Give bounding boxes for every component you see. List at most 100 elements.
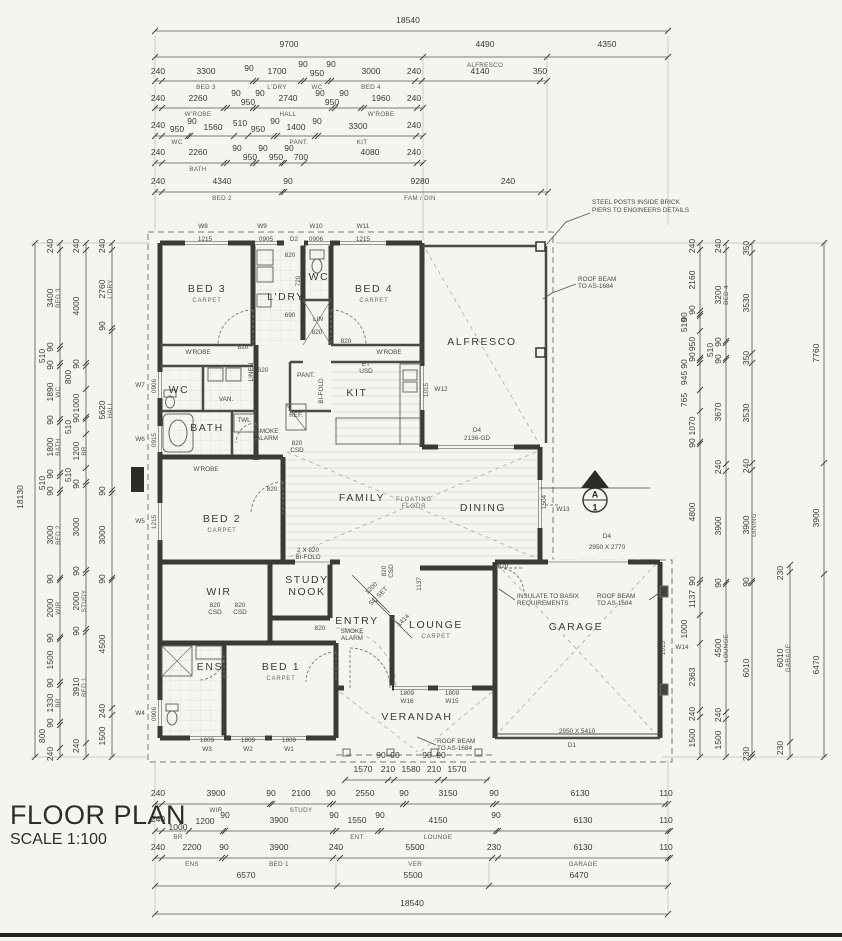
dim-section-label: BATH bbox=[54, 438, 62, 456]
door-label: D1 bbox=[567, 741, 577, 749]
room-label-study-nook: NOOK bbox=[288, 585, 326, 598]
dim-label: 1000 bbox=[678, 619, 689, 639]
dim-label: 240 bbox=[44, 746, 55, 762]
dim-label: 4500 bbox=[712, 638, 723, 658]
dim-label: 3910 bbox=[70, 677, 81, 697]
annotation-label: 690 bbox=[284, 311, 296, 319]
dim-label: 90 bbox=[436, 749, 446, 760]
dim-label: 90 bbox=[326, 787, 336, 798]
annotation-label: USD bbox=[359, 367, 373, 375]
dim-label: 1500 bbox=[712, 730, 723, 750]
annotation-label: LINEN bbox=[247, 362, 255, 382]
dim-section-label: DINING bbox=[750, 513, 758, 537]
dim-label: 90 bbox=[44, 415, 55, 425]
room-label-dining: DINING bbox=[459, 501, 507, 514]
dim-label: 2000 bbox=[70, 591, 81, 611]
dim-label: 7760 bbox=[810, 343, 821, 363]
dim-label: 110 bbox=[659, 787, 673, 798]
roof-outline bbox=[147, 231, 673, 763]
annotation-label: 1215 bbox=[150, 514, 158, 530]
dim-label: 210 bbox=[426, 763, 442, 774]
annotation-label: ALARM bbox=[340, 634, 364, 642]
dim-section-label: BATH bbox=[189, 165, 207, 173]
section-marker-number: 1 bbox=[592, 502, 598, 513]
dim-label: 3300 bbox=[196, 65, 216, 76]
dim-label: 1500 bbox=[96, 726, 107, 746]
annotation-label: 2950 X 5410 bbox=[558, 727, 596, 735]
dim-label: 950 bbox=[268, 151, 284, 162]
room-floor-label: CARPET bbox=[192, 298, 222, 304]
dim-label: 1500 bbox=[44, 650, 55, 670]
room-label-study-nook: STUDY bbox=[285, 573, 329, 586]
dim-section-label: BR bbox=[54, 698, 62, 708]
annotation-label: TWL bbox=[237, 416, 251, 424]
dim-label: 90 bbox=[678, 359, 689, 369]
annotation-label: SMOKE bbox=[340, 627, 364, 635]
dim-label: 350 bbox=[740, 240, 751, 256]
annotation-label: 620 bbox=[257, 366, 269, 374]
dim-label: 240 bbox=[740, 458, 751, 474]
dim-label: 90 bbox=[376, 749, 386, 760]
room-label-bath: BATH bbox=[190, 421, 224, 434]
note-insulate: INSULATE TO BASIX bbox=[517, 592, 579, 600]
page-scale: SCALE 1:100 bbox=[10, 831, 107, 848]
dim-label: 765 bbox=[678, 392, 689, 408]
annotation-label: 820 bbox=[284, 251, 296, 259]
dim-label: 90 bbox=[686, 576, 697, 586]
window-label: W11 bbox=[356, 222, 370, 230]
dim-label: 18540 bbox=[400, 897, 424, 908]
dim-label: 90 bbox=[686, 438, 697, 448]
annotation-label: REF. bbox=[289, 411, 303, 419]
dim-label: 3000 bbox=[361, 65, 381, 76]
dim-label: 240 bbox=[96, 238, 107, 254]
dim-label: 950 bbox=[240, 96, 256, 107]
annotation-label: 1809 bbox=[281, 736, 297, 744]
dim-label: 510 bbox=[232, 117, 248, 128]
dim-section-label: BED 4 bbox=[722, 285, 730, 305]
dim-section-label: BR bbox=[80, 446, 88, 456]
dim-label: 90 bbox=[44, 633, 55, 643]
annotation-label: BI-FOLD bbox=[295, 553, 321, 561]
dim-label: 240 bbox=[712, 238, 723, 254]
note-steel-posts: STEEL POSTS INSIDE BRICK bbox=[592, 198, 680, 206]
dim-label: 240 bbox=[686, 238, 697, 254]
dim-label: 90 bbox=[70, 359, 81, 369]
dim-label: 950 bbox=[250, 123, 266, 134]
dim-section-label: LOUNGE bbox=[722, 633, 730, 663]
dim-label: 230 bbox=[774, 740, 785, 756]
room-label-wc2: WC bbox=[168, 383, 190, 396]
dim-label: 2260 bbox=[188, 146, 208, 157]
page-title: FLOOR PLAN bbox=[10, 800, 187, 830]
dim-label: 90 bbox=[70, 566, 81, 576]
dim-label: 240 bbox=[150, 841, 166, 852]
dim-section-label: BED 2 bbox=[54, 525, 62, 545]
dim-label: 1890 bbox=[44, 382, 55, 402]
note-roof-beam: TO AS-1684 bbox=[578, 282, 614, 290]
dim-label: 240 bbox=[712, 459, 723, 475]
annotation-label: ALARM bbox=[255, 434, 279, 442]
dim-section-label: BR bbox=[173, 833, 183, 841]
dim-label: 90 bbox=[44, 360, 55, 370]
dim-label: 2160 bbox=[686, 270, 697, 290]
dim-label: 1000 bbox=[168, 821, 188, 832]
window-label: W15 bbox=[445, 697, 459, 705]
dim-label: 6010 bbox=[774, 648, 785, 668]
dim-label: 240 bbox=[150, 65, 166, 76]
dim-section-label: STUDY bbox=[289, 806, 313, 814]
dim-label: 1330 bbox=[44, 693, 55, 713]
room-label-verandah: VERANDAH bbox=[381, 710, 453, 723]
dim-label: 240 bbox=[150, 175, 166, 186]
dim-label: 6470 bbox=[810, 655, 821, 675]
note-steel-posts: PIERS TO ENGINEERS DETAILS bbox=[592, 206, 689, 214]
dim-label: 90 bbox=[96, 486, 107, 496]
room-label-ens: ENS bbox=[196, 660, 224, 673]
window-label: W6 bbox=[135, 435, 145, 443]
dim-label: 1960 bbox=[371, 92, 391, 103]
dim-section-label: PANT. bbox=[289, 138, 309, 146]
dim-label: 90 bbox=[326, 58, 336, 69]
room-label-wir: WIR bbox=[206, 585, 232, 598]
dim-label: 90 bbox=[375, 809, 385, 820]
dim-label: 90 bbox=[298, 58, 308, 69]
dim-label: 3300 bbox=[348, 120, 368, 131]
